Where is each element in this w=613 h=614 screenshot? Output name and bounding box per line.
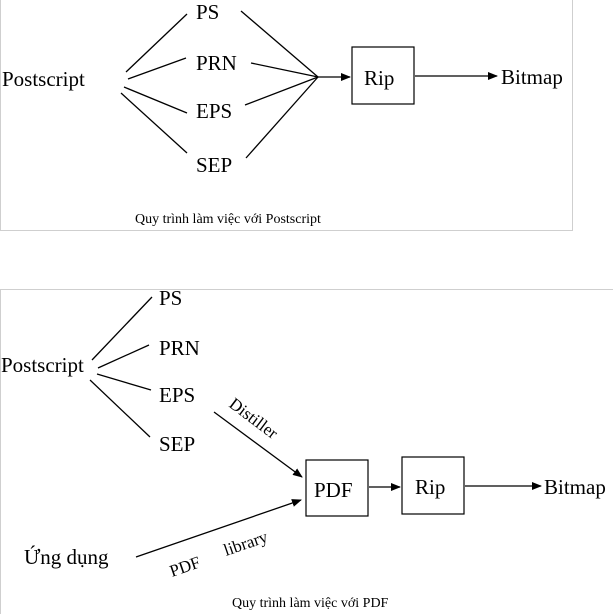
top-link-ps: [125, 13, 188, 73]
top-format-ps: PS: [196, 0, 219, 24]
top-converge-sep: [245, 76, 319, 159]
bottom-link-sep: [89, 379, 151, 438]
top-link-prn: [127, 57, 187, 80]
pdf-library-label-1: PDF: [167, 553, 203, 581]
bottom-output-label: Bitmap: [544, 475, 606, 499]
top-rip-box: [351, 46, 415, 105]
bottom-format-sep: SEP: [159, 432, 195, 456]
bottom-arrow-app-to-pdf: [135, 499, 302, 558]
top-link-sep: [120, 92, 188, 154]
bottom-arrow-eps-to-pdf: [213, 411, 303, 478]
postscript-workflow-panel: [0, 0, 573, 231]
pdf-label: PDF: [314, 478, 353, 502]
bottom-rip-label: Rip: [415, 475, 445, 499]
bottom-format-eps: EPS: [159, 383, 195, 407]
bottom-caption: Quy trình làm việc với PDF: [232, 596, 389, 611]
top-rip-label: Rip: [364, 66, 394, 90]
top-format-prn: PRN: [196, 51, 237, 75]
bottom-format-ps: PS: [159, 286, 182, 310]
top-source-label: Postscript: [2, 67, 85, 91]
bottom-link-eps: [96, 373, 152, 391]
bottom-rip-box: [401, 456, 465, 515]
top-caption: Quy trình làm việc với Postscript: [135, 212, 321, 227]
top-link-eps: [123, 86, 188, 114]
pdf-library-label-2: library: [221, 527, 271, 560]
top-converge-eps: [244, 76, 319, 106]
pdf-workflow-panel: [0, 289, 613, 614]
top-converge-ps: [240, 10, 319, 78]
bottom-link-ps: [91, 296, 153, 361]
top-output-label: Bitmap: [501, 65, 563, 89]
distiller-label: Distiller: [226, 394, 282, 443]
app-source-label: Ứng dụng: [24, 545, 109, 569]
bottom-source-label: Postscript: [1, 353, 84, 377]
top-converge-prn: [250, 62, 319, 78]
pdf-box: [305, 459, 369, 517]
top-format-eps: EPS: [196, 99, 232, 123]
bottom-link-prn: [97, 344, 150, 369]
bottom-format-prn: PRN: [159, 336, 200, 360]
top-format-sep: SEP: [196, 153, 232, 177]
